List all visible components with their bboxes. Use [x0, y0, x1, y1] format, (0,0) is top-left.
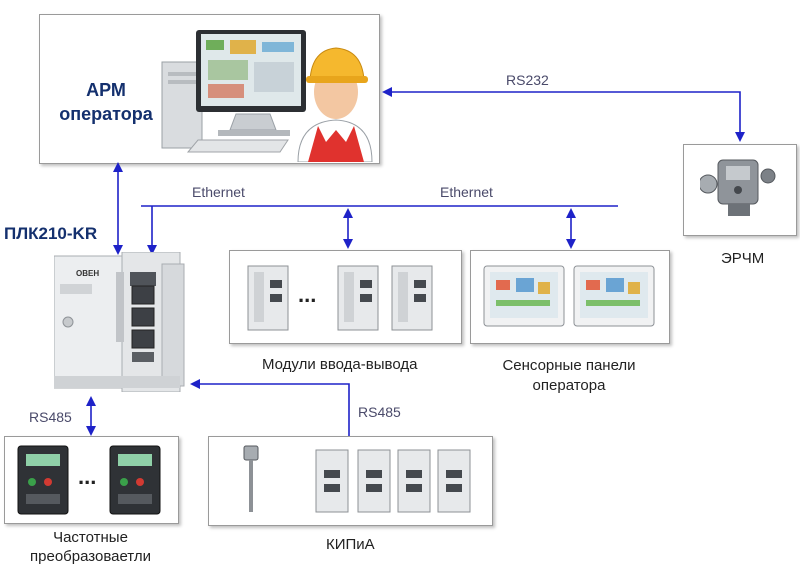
vfd-label-line1: Частотные [53, 529, 128, 546]
vfd-1 [17, 445, 69, 515]
io-modules-ellipsis: ... [298, 282, 317, 307]
vfd-label: Частотные преобразоваетли [4, 528, 177, 566]
touch-panel-2 [573, 265, 655, 327]
touch-panels-label: Сенсорные панели оператора [478, 356, 660, 396]
rs485-right-label: RS485 [358, 404, 401, 420]
touch-panels-label-line1: Сенсорные панели [502, 357, 636, 374]
vfd-illustration [17, 445, 161, 515]
vfd-ellipsis: ... [78, 464, 97, 489]
vfd-2 [109, 445, 161, 515]
io-module-3 [391, 265, 433, 331]
kipia-module-4 [437, 449, 471, 513]
touch-panels-label-line2: оператора [532, 377, 606, 394]
rs232-label: RS232 [506, 72, 549, 88]
operator-figure [297, 47, 373, 162]
vfd-label-line2: преобразоваетли [30, 548, 151, 565]
pc-tower [161, 61, 203, 149]
link-rs485-kipia [190, 379, 350, 436]
rs485-left-label: RS485 [29, 409, 72, 425]
link-rs232 [382, 87, 745, 142]
sensor-probe [243, 445, 259, 512]
touch-panel-1 [483, 265, 565, 327]
ethernet-label-2: Ethernet [440, 184, 493, 200]
erchm-device-illustration [700, 159, 776, 216]
kipia-module-2 [357, 449, 391, 513]
kipia-label: КИПиА [326, 536, 375, 553]
kipia-module-1 [315, 449, 349, 513]
workstation-illustration [161, 30, 373, 162]
operator-station-title-line1: АРМ [86, 80, 126, 100]
erchm-label: ЭРЧМ [721, 250, 765, 267]
io-module-2 [337, 265, 379, 331]
ethernet-port-2 [131, 307, 155, 327]
io-modules-illustration [247, 265, 433, 331]
kipia-module-3 [397, 449, 431, 513]
operator-station-title-line2: оператора [59, 104, 153, 124]
ethernet-port-1 [131, 285, 155, 305]
operator-station-title: АРМ оператора [46, 78, 166, 126]
plc-device-illustration: OBEH [54, 252, 185, 392]
ethernet-port-3 [131, 329, 155, 349]
plc-brand: OBEH [76, 269, 99, 278]
io-modules-label: Модули ввода-вывода [262, 356, 418, 373]
kipia-illustration [243, 445, 471, 513]
touch-panels-illustration [483, 265, 655, 327]
ethernet-label-1: Ethernet [192, 184, 245, 200]
io-module-1 [247, 265, 289, 331]
plc-label: ПЛК210-KR [4, 224, 98, 243]
